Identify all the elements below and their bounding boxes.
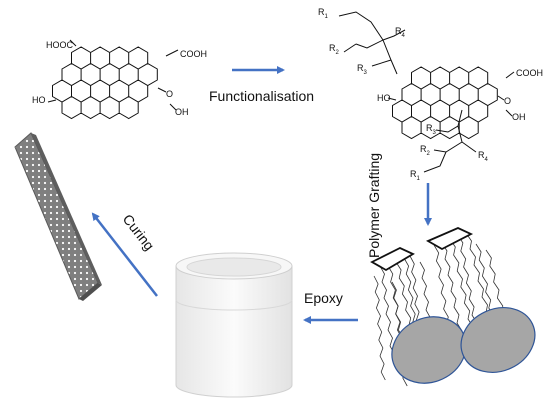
carbon-ring-lattice <box>52 46 158 120</box>
oh-label: OH <box>175 107 189 117</box>
r4-top-label: R4 <box>395 26 406 39</box>
cooh-right-label: COOH <box>516 68 543 78</box>
functionalised-graphene-molecule <box>387 66 515 140</box>
polymer-side-chains <box>338 11 477 173</box>
epoxide-o-right-label: O <box>504 96 511 106</box>
graphene-disc-right <box>460 307 536 373</box>
oh-right-label: OH <box>512 112 526 122</box>
polymer-chain <box>373 275 386 381</box>
curing-arrow <box>91 212 158 297</box>
epoxy-label: Epoxy <box>304 290 343 306</box>
brush-plates <box>370 227 474 272</box>
r1-bottom-label: R1 <box>410 169 421 182</box>
substituent-bonds <box>387 71 515 117</box>
carbon-ring-lattice <box>392 66 498 140</box>
ho-label: HO <box>32 95 46 105</box>
curing-label: Curing <box>120 211 158 253</box>
r2-top-label: R2 <box>329 43 340 56</box>
functionalisation-label: Functionalisation <box>209 88 314 104</box>
epoxide-o-label: O <box>166 89 173 99</box>
substituent-bonds <box>47 39 179 111</box>
graphene-oxide-molecule <box>47 39 179 120</box>
hooc-label: HOOC <box>46 40 74 50</box>
r2-bottom-label: R2 <box>420 144 431 157</box>
cured-composite-plate <box>14 132 102 301</box>
polymer-grafting-label: Polymer Grafting <box>366 153 382 258</box>
cooh-label: COOH <box>180 49 207 59</box>
r3-bottom-label: R3 <box>426 123 437 136</box>
r3-top-label: R3 <box>357 63 368 76</box>
ho-right-label: HO <box>377 93 391 103</box>
polymer-chain <box>457 234 478 324</box>
r4-bottom-label: R4 <box>478 150 489 163</box>
r1-top-label: R1 <box>318 7 329 20</box>
epoxy-cup <box>175 252 293 398</box>
polymer-chain <box>379 265 395 355</box>
